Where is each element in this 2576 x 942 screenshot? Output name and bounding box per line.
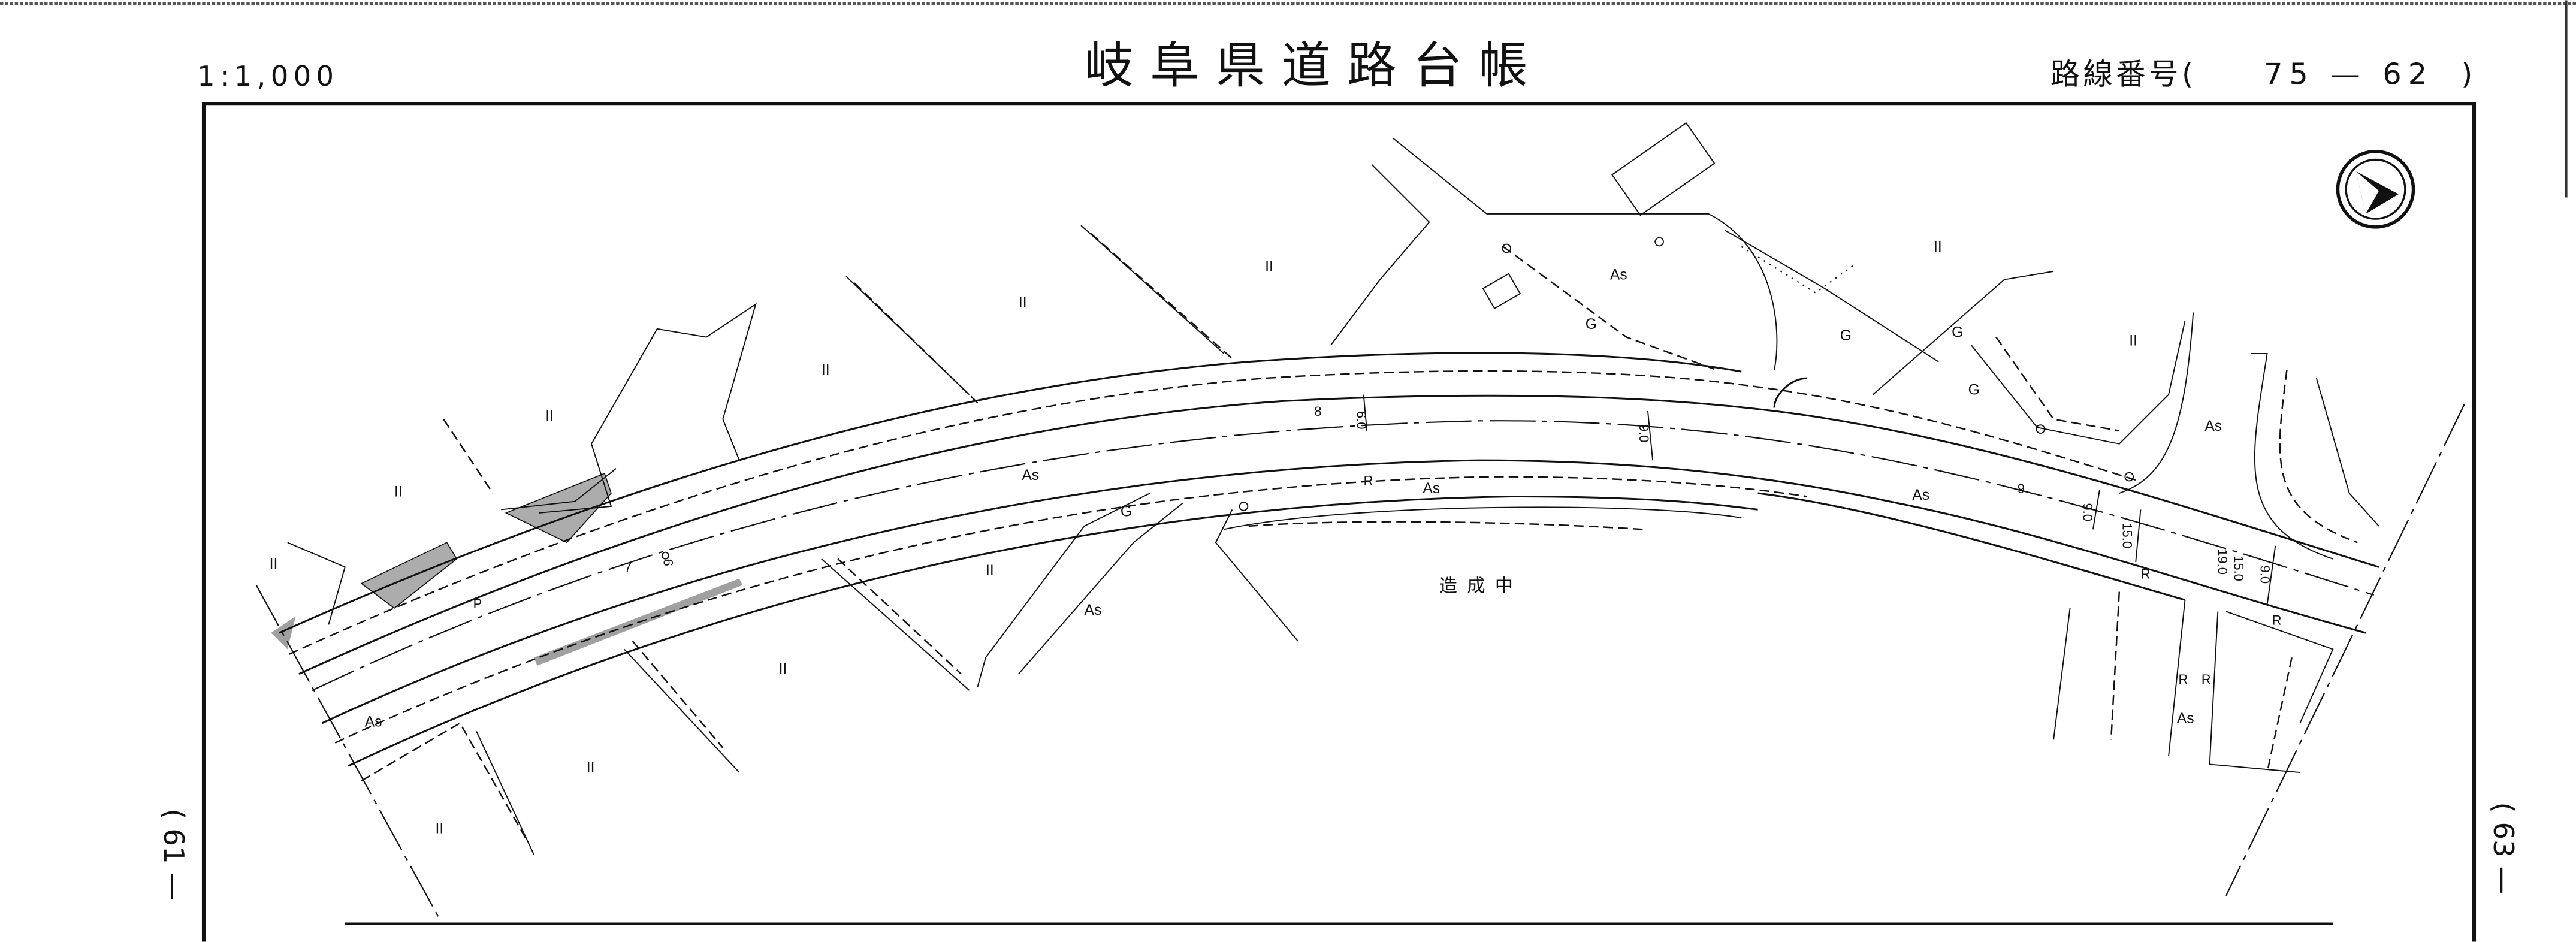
- gravel-label: G: [1121, 503, 1132, 520]
- width-value: 9.0: [1636, 424, 1651, 442]
- land-label: II: [1934, 239, 1942, 255]
- land-label: II: [822, 363, 830, 379]
- land-label: II: [2129, 333, 2137, 349]
- next-sheet-ref: ( 63 —: [2487, 802, 2520, 894]
- property-lines: [287, 122, 2379, 855]
- map-labels: As As As As As As As As G G G G G II II …: [270, 239, 2282, 837]
- width-value: 15.0: [2119, 523, 2134, 548]
- scale-label: 1:1,000: [197, 60, 339, 92]
- pavement-label: As: [1423, 481, 1440, 497]
- width-value: 6: [661, 559, 676, 566]
- gravel-label: G: [1840, 328, 1852, 344]
- width-value: 15.0: [2231, 555, 2246, 581]
- pavement-label: As: [1022, 467, 1039, 484]
- route-label: 路線番号(: [2050, 56, 2197, 91]
- width-value: 9.0: [2080, 503, 2095, 521]
- land-label: II: [545, 408, 554, 424]
- land-label: II: [1019, 295, 1027, 311]
- land-label: II: [436, 821, 444, 837]
- gravel-label: G: [1586, 316, 1597, 333]
- width-value: 19.0: [2215, 549, 2230, 575]
- page-title: 岐阜県道路台帳: [1085, 38, 1545, 95]
- pavement-label: As: [2177, 711, 2194, 727]
- land-label: II: [587, 760, 595, 776]
- route-number: 75 — 62: [2264, 56, 2433, 91]
- land-label: II: [1265, 259, 1273, 275]
- curb-label: R: [2272, 612, 2282, 627]
- pavement-label: As: [1610, 267, 1627, 283]
- pavement-label: As: [365, 714, 382, 730]
- land-label: II: [394, 484, 403, 500]
- width-value: 8: [1314, 404, 1321, 419]
- pavement-label: As: [1085, 602, 1102, 618]
- north-arrow-icon: [2336, 149, 2415, 229]
- width-value: 9.0: [2258, 566, 2273, 584]
- pole-label: P: [473, 596, 482, 611]
- main-road: [279, 352, 2379, 767]
- width-dimensions: 8 6.0 9.0 9 9.0 15.0 19.0 15.0 9.0 7 6: [624, 394, 2276, 605]
- utility-symbols: [661, 237, 2134, 560]
- section-lines: [255, 404, 2465, 921]
- curb-label: R: [2201, 672, 2211, 687]
- gravel-label: G: [1968, 382, 1980, 398]
- curb-label: R: [2140, 567, 2150, 582]
- land-label: II: [986, 563, 994, 579]
- curb-label: R: [1364, 473, 1373, 488]
- curb-label: R: [2179, 672, 2188, 687]
- pavement-label: As: [2204, 418, 2222, 434]
- gravel-label: G: [1952, 325, 1963, 341]
- hatched-areas: [271, 473, 743, 666]
- width-value: 7: [624, 560, 632, 575]
- width-value: 9: [2018, 481, 2025, 496]
- land-label: II: [779, 662, 787, 678]
- land-label: II: [270, 556, 278, 572]
- route-close: ): [2461, 56, 2472, 91]
- pavement-label: As: [1912, 487, 1929, 503]
- previous-sheet-ref: ( 61 —: [158, 808, 190, 901]
- map-frame: [201, 102, 2477, 942]
- construction-label: 造成中: [1439, 576, 1523, 597]
- width-value: 6.0: [1354, 411, 1369, 429]
